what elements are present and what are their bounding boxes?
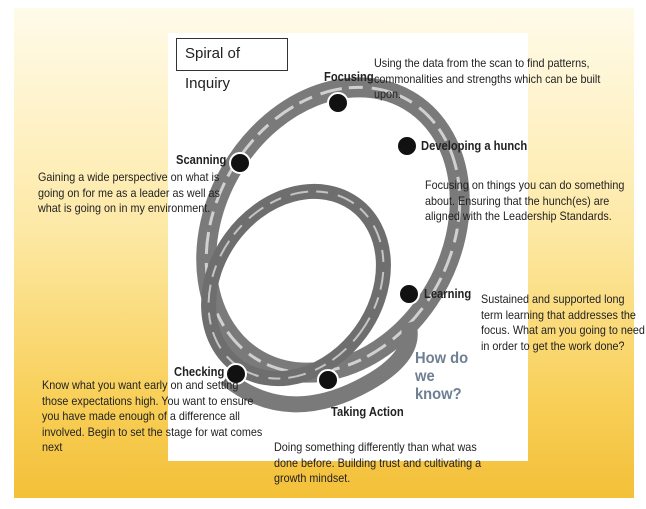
learning-description: Sustained and supported long term learni…: [481, 292, 646, 354]
taking-action-description: Doing something differently than what wa…: [274, 440, 499, 487]
how-do-we-know-text: How do we know?: [415, 350, 472, 404]
stage-label-focusing: Focusing: [324, 69, 374, 84]
stage-label-learning: Learning: [424, 286, 471, 301]
stage-label-developing-hunch: Developing a hunch: [421, 138, 527, 153]
learning-dot: [398, 283, 420, 305]
scanning-dot: [229, 152, 251, 174]
focusing-description: Using the data from the scan to find pat…: [374, 56, 622, 103]
scanning-description: Gaining a wide perspective on what is go…: [38, 170, 227, 217]
developing-hunch-dot: [396, 135, 418, 157]
stage-label-taking-action: Taking Action: [331, 404, 404, 419]
diagram-title: Spiral of Inquiry: [176, 38, 288, 71]
checking-description: Know what you want early on and setting …: [42, 378, 263, 456]
focusing-dot: [327, 92, 349, 114]
taking-action-dot: [317, 369, 339, 391]
stage-label-checking: Checking: [174, 364, 224, 379]
stage-label-scanning: Scanning: [176, 152, 226, 167]
developing-hunch-description: Focusing on things you can do something …: [425, 178, 626, 225]
